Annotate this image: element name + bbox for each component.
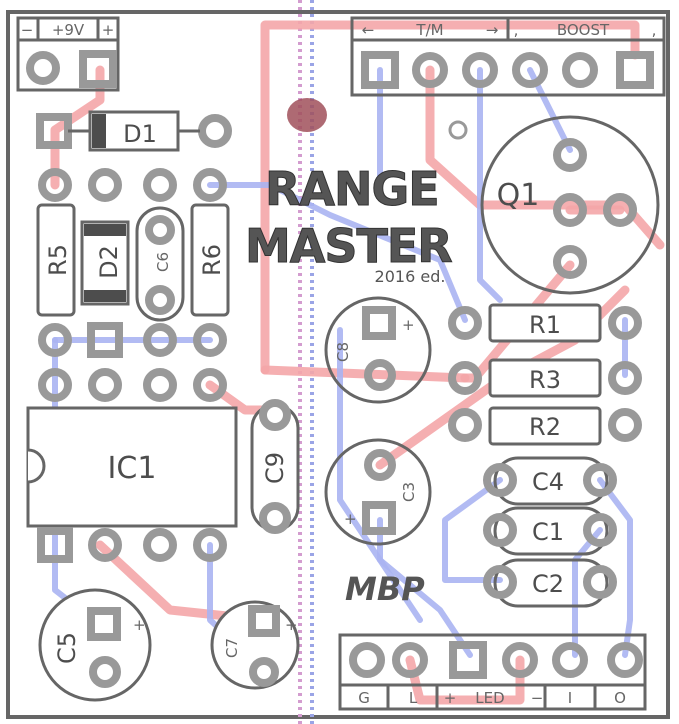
io-g-label: G bbox=[358, 689, 370, 707]
d2-label: D2 bbox=[95, 245, 123, 279]
q1-label: Q1 bbox=[497, 178, 540, 213]
io-led-label: LED bbox=[475, 689, 504, 707]
c6-label: C6 bbox=[154, 252, 172, 272]
pad-rows-middle bbox=[38, 322, 227, 402]
io-led-plus-label: + bbox=[444, 689, 457, 707]
power-pad-minus bbox=[26, 51, 60, 85]
c4-label: C4 bbox=[532, 468, 564, 496]
resistor-r5: R5 bbox=[36, 203, 76, 317]
logo-edition: 2016 ed. bbox=[375, 267, 446, 286]
power-minus-label: − bbox=[21, 21, 34, 39]
capacitor-c3: + C3 bbox=[324, 438, 432, 546]
io-o-label: O bbox=[614, 689, 626, 707]
ic1-label: IC1 bbox=[108, 451, 157, 486]
ic-ic1: IC1 bbox=[26, 406, 238, 528]
capacitor-c8: + C8 bbox=[324, 296, 432, 404]
transistor-q1: Q1 bbox=[480, 115, 660, 295]
capacitor-c6: C6 bbox=[135, 206, 185, 322]
c7-plus: + bbox=[285, 616, 298, 634]
c8-label: C8 bbox=[334, 342, 352, 362]
logo-line1: RANGE bbox=[265, 162, 439, 216]
boost-right-mark: , bbox=[652, 21, 657, 39]
c3-plus: + bbox=[344, 510, 357, 528]
resistor-r6: R6 bbox=[190, 203, 230, 317]
io-led-minus-label: − bbox=[531, 689, 544, 707]
diode-d2: D2 bbox=[80, 220, 130, 306]
diode-d1: D1 bbox=[36, 110, 232, 152]
c5-label: C5 bbox=[53, 632, 81, 664]
r2-label: R2 bbox=[529, 413, 561, 441]
c5-plus: + bbox=[133, 616, 146, 634]
c3-label: C3 bbox=[400, 482, 418, 502]
capacitor-c5: + C5 bbox=[38, 588, 152, 702]
tm-right-arrow: → bbox=[486, 21, 499, 39]
pad-row-upper bbox=[38, 168, 227, 202]
io-l-label: L bbox=[409, 689, 418, 707]
mounting-hole bbox=[448, 120, 468, 140]
c7-label: C7 bbox=[223, 638, 241, 658]
io-i-label: I bbox=[568, 689, 572, 707]
r6-label: R6 bbox=[198, 244, 226, 276]
boost-left-mark: , bbox=[514, 21, 519, 39]
power-connector: − +9V + bbox=[16, 16, 120, 92]
c2-label: C2 bbox=[532, 570, 564, 598]
resistors-r1-r3-r2: R1 R3 R2 bbox=[448, 303, 642, 446]
range-master-logo: RANGE MASTER 2016 ed. bbox=[245, 162, 454, 287]
tm-boost-connector: ← T/M → , BOOST , bbox=[350, 16, 666, 97]
boost-label: BOOST bbox=[557, 21, 610, 39]
c8-plus: + bbox=[402, 316, 415, 334]
power-9v-label: +9V bbox=[52, 21, 85, 39]
power-pad-plus bbox=[79, 50, 117, 88]
r1-label: R1 bbox=[529, 311, 561, 339]
logo-line2: MASTER bbox=[245, 219, 452, 273]
maker-logo: MBP bbox=[345, 570, 425, 608]
power-plus-label: + bbox=[102, 21, 115, 39]
tm-left-arrow: ← bbox=[362, 21, 375, 39]
io-connector: G L + LED − I O bbox=[338, 633, 647, 711]
capacitor-c9: C9 bbox=[250, 399, 300, 534]
d1-label: D1 bbox=[123, 120, 157, 148]
capacitor-c7: + C7 bbox=[210, 600, 300, 690]
c9-label: C9 bbox=[261, 452, 289, 484]
led-marker-dot bbox=[287, 98, 327, 132]
c1-label: C1 bbox=[532, 518, 564, 546]
r5-label: R5 bbox=[44, 244, 72, 276]
ic1-pins-bottom bbox=[37, 527, 227, 563]
capacitors-c4-c1-c2: C4 C1 C2 bbox=[483, 456, 617, 608]
tm-label: T/M bbox=[415, 21, 443, 39]
r3-label: R3 bbox=[529, 366, 561, 394]
